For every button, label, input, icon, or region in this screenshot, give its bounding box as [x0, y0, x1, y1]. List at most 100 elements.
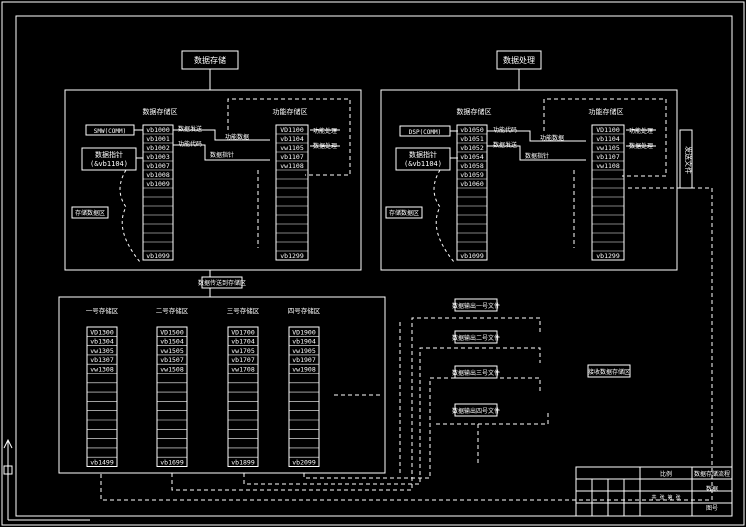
left-data-cell: vb1002 — [146, 144, 170, 152]
right-brace — [433, 169, 455, 263]
transfer-box — [201, 276, 243, 289]
side-label: 接收数据存储区 — [588, 368, 630, 376]
storage-cell: VD1500 — [160, 328, 184, 336]
output-file-box — [454, 403, 498, 417]
output-file-label: 数据输出四号文件 — [452, 407, 500, 415]
left-func-cell: vw1108 — [280, 162, 304, 170]
storage-cell: vw1708 — [231, 366, 255, 374]
left-brace — [119, 169, 141, 263]
left-title: 数据存储 — [194, 55, 226, 65]
storage-column: 二号存储区VD1500vb1504vw1505vb1507vw1508vb169… — [156, 306, 189, 467]
storage-cell: vb1507 — [160, 356, 184, 364]
storage-cell: vb1504 — [160, 338, 184, 346]
storage-cell: vb1307 — [90, 356, 114, 364]
left-right-area-label: 功能存储区 — [273, 107, 308, 116]
right-data-cell: vb1060 — [460, 180, 484, 188]
storage-column-frame — [156, 326, 188, 467]
right-data-cell: vb1051 — [460, 135, 484, 143]
right-func-last-cell: vb1299 — [596, 252, 620, 260]
right-memory-box — [385, 206, 423, 219]
left-top-panel: 数据存储 数据存储区 功能存储区 vb1000vb1001vb1002vb100… — [64, 50, 362, 271]
left-data-cell: vb1001 — [146, 135, 170, 143]
output-file-label: 数据输出一号文件 — [452, 302, 500, 310]
title-block-cell-b: 数据存储流程 — [694, 470, 730, 478]
storage-cell: vw1305 — [90, 347, 114, 355]
output-file-box — [454, 365, 498, 379]
storage-column-header: 四号存储区 — [288, 306, 321, 315]
left-func-cell: vw1105 — [280, 144, 304, 152]
left-func-cell: vb1104 — [280, 135, 304, 143]
storage-cell: vb1707 — [231, 356, 255, 364]
right-data-cell: vb1059 — [460, 171, 484, 179]
left-mid-label-4: 数据指针 — [210, 151, 234, 159]
right-right-area-label: 功能存储区 — [589, 107, 624, 116]
left-data-cell: vb1007 — [146, 162, 170, 170]
left-mid-label-1: 数据发送 — [178, 125, 202, 133]
storage-cell: vb1304 — [90, 338, 114, 346]
bottom-panel: 一号存储区VD1300vb1304vw1305vb1307vw1308vb149… — [58, 296, 386, 474]
right-mid-label-4: 数据指针 — [525, 152, 549, 160]
storage-column-header: 三号存储区 — [227, 306, 260, 315]
right-flow-lines — [487, 129, 656, 161]
left-data-cell: vb1003 — [146, 153, 170, 161]
right-mid-label-2: 数据发送 — [493, 141, 517, 149]
left-area-label: 数据存储区 — [143, 107, 178, 116]
right-dashed-loop — [543, 98, 667, 177]
storage-cell: VD1700 — [231, 328, 255, 336]
right-data-cell: vb1050 — [460, 126, 484, 134]
output-file-label: 数据输出二号文件 — [452, 334, 500, 342]
storage-last-cell: vb1499 — [90, 459, 114, 467]
storage-cell: vw1308 — [90, 366, 114, 374]
left-memory-label: 存储数据区 — [75, 209, 105, 217]
left-func-cell: vb1107 — [280, 153, 304, 161]
storage-cell: vw1908 — [292, 366, 316, 374]
title-block-cell-e: 共 张 第 张 — [651, 494, 680, 501]
right-mid-label-3: 功能数据 — [540, 134, 564, 142]
right-func-cell: vw1108 — [596, 162, 620, 170]
inner-frame — [15, 15, 733, 517]
storage-column: 一号存储区VD1300vb1304vw1305vb1307vw1308vb149… — [86, 306, 119, 467]
left-data-cell: vb1000 — [146, 126, 170, 134]
ucs-axis-icon — [3, 438, 90, 521]
storage-cell: vw1705 — [231, 347, 255, 355]
transfer-label: 数据传送到存储区 — [198, 279, 246, 287]
left-data-cell: vb1008 — [146, 171, 170, 179]
storage-cell: vb1907 — [292, 356, 316, 364]
left-func-column-frame — [275, 124, 309, 261]
right-data-last-cell: vb1099 — [460, 252, 484, 260]
output-file-box — [454, 298, 498, 312]
right-pointer-label: 数据指针 — [409, 150, 437, 159]
right-data-cell: vb1058 — [460, 162, 484, 170]
title-block-cell-a: 比例 — [660, 470, 672, 478]
bottom-panel-box — [58, 296, 386, 474]
storage-cell: vw1905 — [292, 347, 316, 355]
right-pointer-sub: (&vb1104) — [404, 160, 442, 168]
output-file-label: 数据输出三号文件 — [452, 369, 500, 377]
storage-last-cell: vb1699 — [160, 459, 184, 467]
side-label-box — [587, 364, 631, 378]
right-func-column-frame — [591, 124, 625, 261]
right-func-cell: vb1107 — [596, 153, 620, 161]
left-memory-box — [71, 206, 109, 219]
right-title: 数据处理 — [503, 55, 535, 65]
right-data-cell: vb1054 — [460, 153, 484, 161]
title-block: 比例 数据存储流程 数据 图号 共 张 第 张 — [575, 466, 733, 517]
storage-column: 四号存储区VD1900vb1904vw1905vb1907vw1908vb209… — [288, 306, 321, 467]
left-data-column-frame — [142, 124, 174, 261]
left-flow-lines — [173, 129, 340, 161]
storage-column-header: 二号存储区 — [156, 306, 189, 315]
bottom-columns: 一号存储区VD1300vb1304vw1305vb1307vw1308vb149… — [86, 306, 321, 467]
storage-cell: vb1704 — [231, 338, 255, 346]
right-panel-box — [380, 89, 678, 271]
right-func-cell: vb1104 — [596, 135, 620, 143]
storage-last-cell: vb2099 — [292, 459, 316, 467]
left-mid-label-2: 功能代码 — [178, 140, 202, 148]
left-mid-label-3: 功能数据 — [225, 133, 249, 141]
storage-cell: VD1300 — [90, 328, 114, 336]
right-area-label: 数据存储区 — [457, 107, 492, 116]
storage-cell: VD1900 — [292, 328, 316, 336]
